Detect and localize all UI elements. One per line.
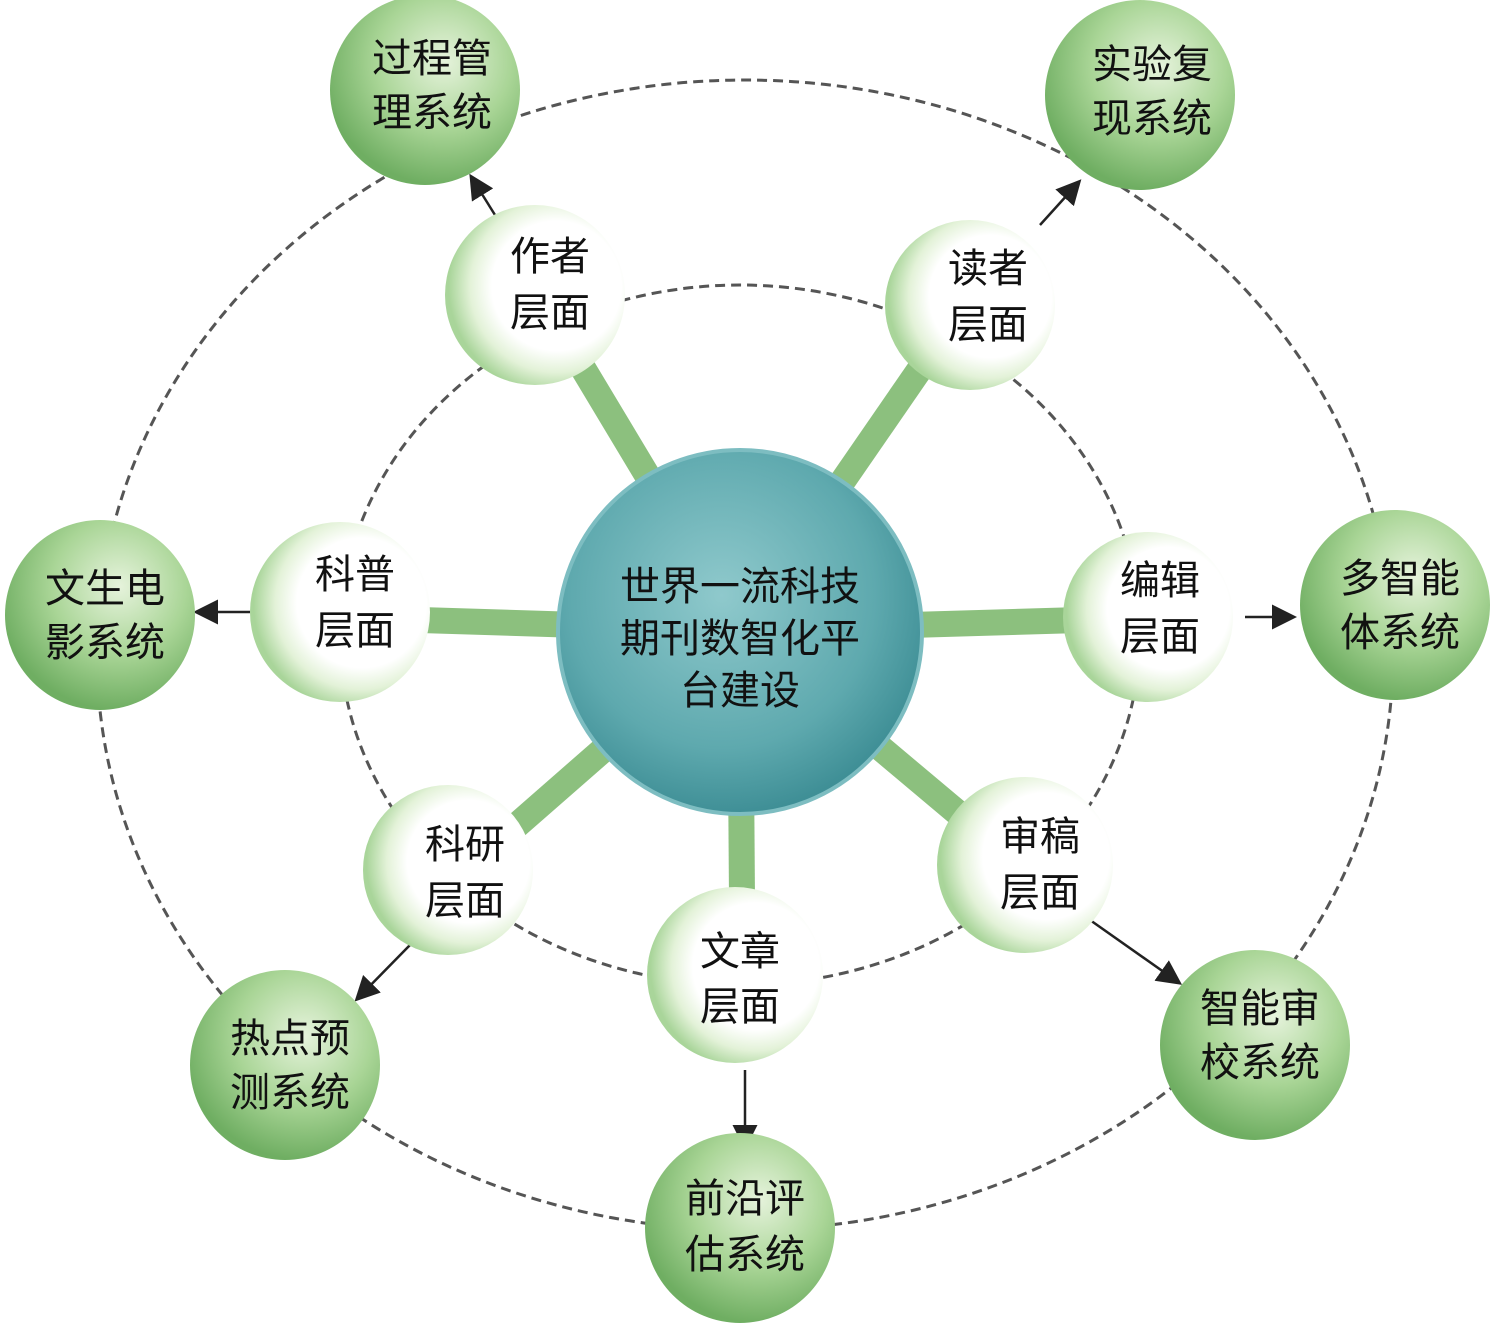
layer-node-reader: 读者 层面 <box>885 220 1055 390</box>
layer-node-article: 文章 层面 <box>647 887 823 1063</box>
layer-label: 作者 <box>510 234 590 280</box>
system-label: 估系统 <box>685 1232 805 1278</box>
center-label-line1: 世界一流科技 <box>620 564 860 610</box>
system-node-reproduce: 实验复 现系统 <box>1045 0 1235 190</box>
system-node-process: 过程管 理系统 <box>330 0 520 185</box>
system-node-film: 文生电 影系统 <box>5 520 195 710</box>
layer-node-research: 科研 层面 <box>363 785 533 955</box>
system-label: 智能审 <box>1200 986 1320 1032</box>
center-label-line3: 台建设 <box>680 668 800 714</box>
layer-label: 层面 <box>700 984 780 1030</box>
system-label: 影系统 <box>45 620 165 666</box>
layer-label: 层面 <box>948 302 1028 348</box>
layer-label: 审稿 <box>1000 814 1080 860</box>
layer-label: 层面 <box>1120 614 1200 660</box>
system-label: 热点预 <box>230 1016 350 1062</box>
arrow-reader-reproduce <box>1039 179 1082 226</box>
system-label: 过程管 <box>372 36 492 82</box>
arrow-research-hotspot <box>354 944 411 1002</box>
system-label: 校系统 <box>1200 1040 1320 1086</box>
system-label: 理系统 <box>372 90 492 136</box>
arrow-review-proofread <box>1089 918 1183 985</box>
layer-label: 层面 <box>425 878 505 924</box>
layer-label: 层面 <box>1000 870 1080 916</box>
layer-label: 编辑 <box>1120 558 1200 604</box>
layer-label: 科普 <box>315 552 395 598</box>
arrows <box>193 173 1297 1150</box>
layer-node-author: 作者 层面 <box>445 205 625 385</box>
system-label: 前沿评 <box>685 1176 805 1222</box>
system-label: 现系统 <box>1092 96 1212 142</box>
system-node-agent: 多智能 体系统 <box>1300 510 1490 700</box>
system-node-frontier: 前沿评 估系统 <box>645 1133 835 1323</box>
system-label: 体系统 <box>1340 610 1460 656</box>
layer-label: 科研 <box>425 822 505 868</box>
layer-node-editor: 编辑 层面 <box>1063 532 1233 702</box>
layer-node-popsci: 科普 层面 <box>250 522 430 702</box>
center-node: 世界一流科技 期刊数智化平 台建设 <box>556 448 924 816</box>
system-label: 文生电 <box>45 566 165 612</box>
layer-label: 层面 <box>510 290 590 336</box>
system-label: 实验复 <box>1092 42 1212 88</box>
system-node-hotspot: 热点预 测系统 <box>190 970 380 1160</box>
system-label: 多智能 <box>1340 556 1460 602</box>
system-node-proofread: 智能审 校系统 <box>1160 950 1350 1140</box>
layer-label: 层面 <box>315 608 395 654</box>
layer-label: 文章 <box>700 929 780 975</box>
system-label: 测系统 <box>230 1070 350 1116</box>
arrow-author-process <box>469 173 497 216</box>
layer-node-review: 审稿 层面 <box>937 777 1113 953</box>
center-label-line2: 期刊数智化平 <box>620 616 860 662</box>
layer-label: 读者 <box>948 246 1028 292</box>
